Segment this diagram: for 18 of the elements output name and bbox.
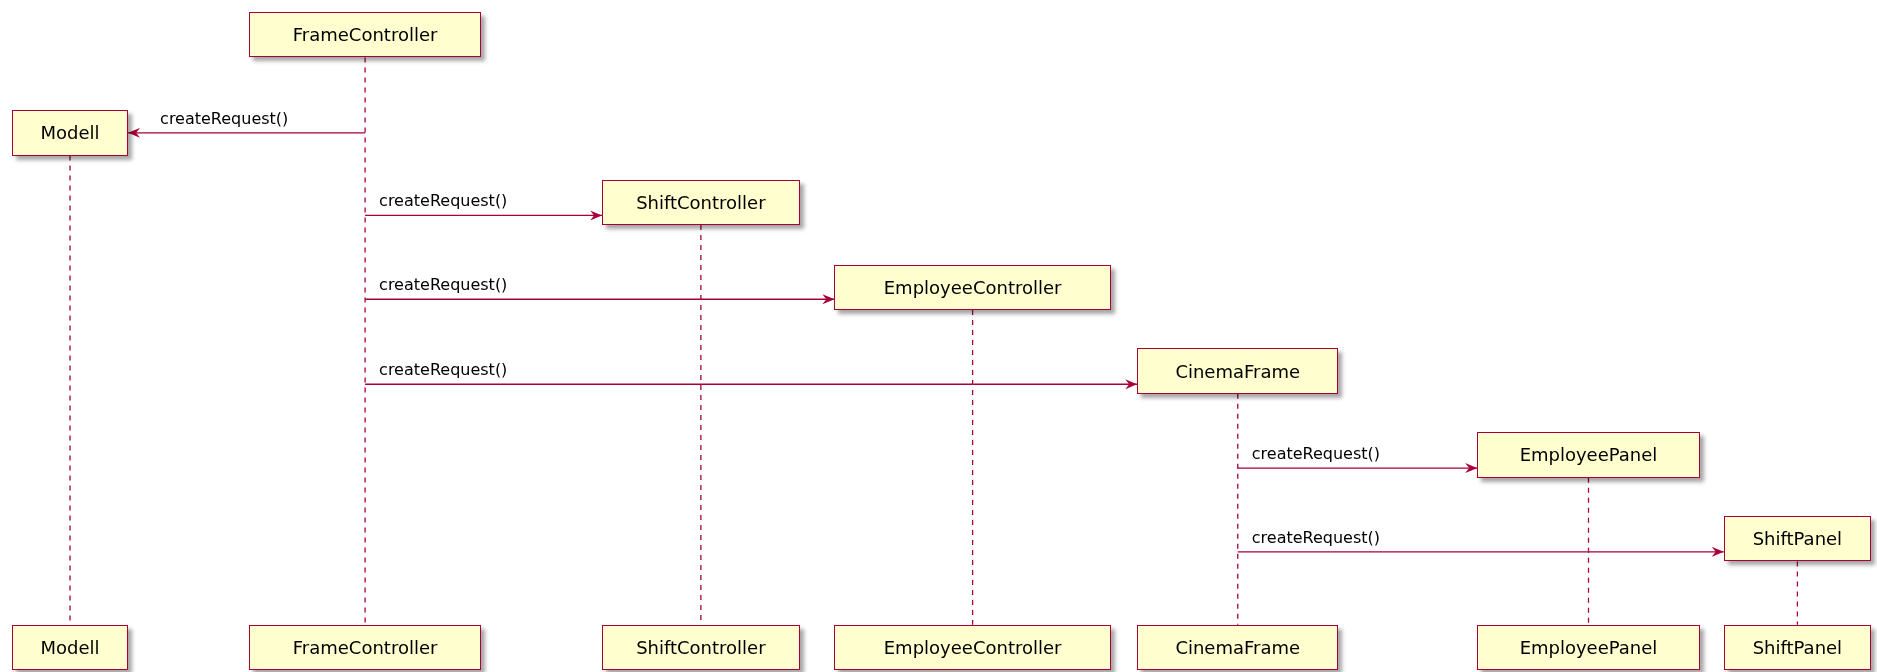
participant-box: ShiftController [602, 179, 800, 226]
participant-box: EmployeePanel [1477, 432, 1700, 478]
participant-box: CinemaFrame [1137, 624, 1339, 671]
lifeline [1237, 393, 1239, 626]
lifeline [1587, 477, 1590, 626]
participant-box: Modell [11, 624, 129, 671]
participant-box: ShiftPanel [1723, 624, 1871, 671]
lifeline [971, 309, 974, 626]
participant-box: CinemaFrame [1137, 348, 1339, 394]
participant-box: FrameController [249, 11, 482, 58]
participant-box: ShiftPanel [1723, 515, 1871, 562]
participant-box: Modell [11, 110, 129, 156]
participant-box: EmployeeController [834, 624, 1111, 671]
participant-box: FrameController [249, 624, 482, 671]
participant-box: ShiftController [602, 624, 800, 671]
participant-box: EmployeeController [834, 264, 1111, 311]
participant-box: EmployeePanel [1477, 624, 1700, 671]
lifeline [1796, 560, 1799, 626]
